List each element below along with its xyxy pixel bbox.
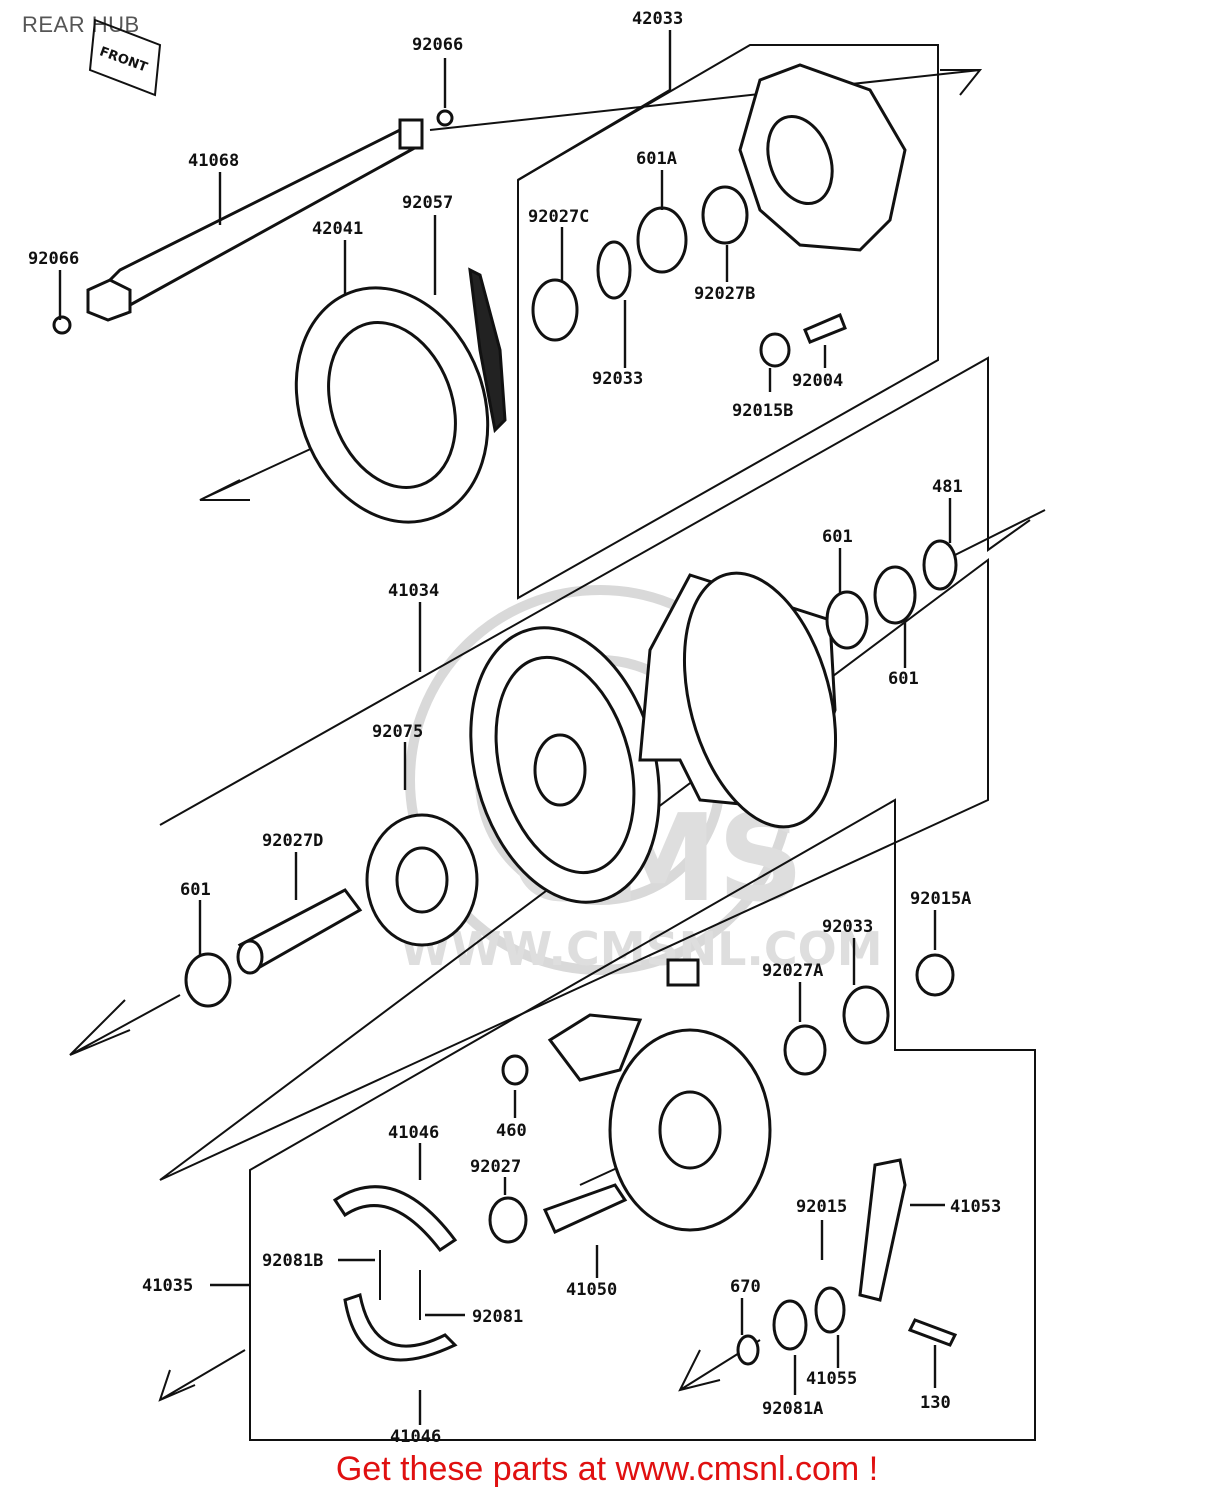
watermark-url: WWW.CMSNL.COM <box>400 922 883 976</box>
label-41050: 41050 <box>566 1280 617 1300</box>
label-92015B: 92015B <box>732 401 793 421</box>
part-labels: 42033 92066 41068 92066 92057 42041 601A… <box>28 9 1001 1447</box>
label-92066-left: 92066 <box>28 249 79 269</box>
front-marker-text: FRONT <box>97 44 149 75</box>
label-92033-mid: 92033 <box>822 917 873 937</box>
brake-shoes-41046 <box>332 1185 458 1362</box>
label-92027D: 92027D <box>262 831 323 851</box>
front-direction-marker: FRONT <box>88 18 162 97</box>
label-92081: 92081 <box>472 1307 523 1327</box>
label-92027B: 92027B <box>694 284 755 304</box>
label-670: 670 <box>730 1277 761 1297</box>
leader-lines <box>58 30 952 1425</box>
label-92015A: 92015A <box>910 889 971 909</box>
label-481: 481 <box>932 477 963 497</box>
label-41055: 41055 <box>806 1369 857 1389</box>
axis-lines <box>69 69 1046 1402</box>
sprocket-hub-42033 <box>738 63 907 252</box>
brake-panel <box>547 958 772 1232</box>
promo-banner[interactable]: Get these parts at www.cmsnl.com ! <box>335 1450 879 1488</box>
label-41053: 41053 <box>950 1197 1001 1217</box>
label-92027A: 92027A <box>762 961 823 981</box>
label-92066-top: 92066 <box>412 35 463 55</box>
label-601-b: 601 <box>888 669 919 689</box>
label-601A: 601A <box>636 149 677 169</box>
wheel-hub-41034 <box>469 571 838 904</box>
small-parts <box>488 953 958 1366</box>
label-92015: 92015 <box>796 1197 847 1217</box>
sprocket-hub-group-box <box>517 44 939 600</box>
label-601-c: 601 <box>180 880 211 900</box>
label-41046-bot: 41046 <box>390 1427 441 1447</box>
label-92057: 92057 <box>402 193 453 213</box>
label-92027C: 92027C <box>528 207 589 227</box>
bearings-top <box>531 185 847 368</box>
label-41034: 41034 <box>388 581 439 601</box>
group-outlines <box>159 44 1036 1441</box>
label-42033: 42033 <box>632 9 683 29</box>
label-42041: 42041 <box>312 219 363 239</box>
label-92081A: 92081A <box>762 1399 823 1419</box>
brake-group-box <box>249 798 1036 1441</box>
label-460: 460 <box>496 1121 527 1141</box>
axle-41068 <box>52 109 454 335</box>
collar-and-bearing-left <box>184 888 363 1008</box>
label-41046-top: 41046 <box>388 1123 439 1143</box>
damper-92075 <box>365 813 479 947</box>
label-41035: 41035 <box>142 1276 193 1296</box>
label-92027: 92027 <box>470 1157 521 1177</box>
label-92033-top: 92033 <box>592 369 643 389</box>
page-title: REAR HUB <box>22 12 140 37</box>
label-92081B: 92081B <box>262 1251 323 1271</box>
label-41068: 41068 <box>188 151 239 171</box>
sprocket-42041 <box>294 267 507 524</box>
bearings-right <box>825 539 958 650</box>
label-601-a: 601 <box>822 527 853 547</box>
label-130: 130 <box>920 1393 951 1413</box>
label-92004: 92004 <box>792 371 843 391</box>
label-92075: 92075 <box>372 722 423 742</box>
